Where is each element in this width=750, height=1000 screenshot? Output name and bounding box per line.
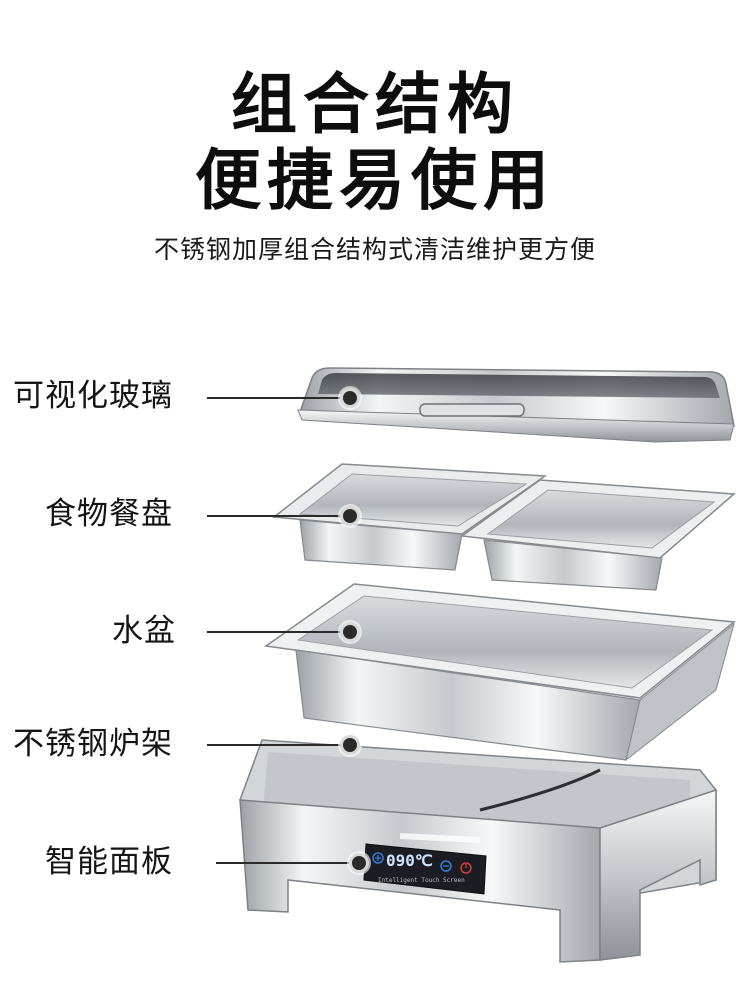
leader-line-water-pan (207, 631, 343, 633)
food-tray-right (459, 479, 736, 591)
callout-dot-food-tray (340, 506, 360, 526)
label-water-pan: 水盆 (112, 613, 176, 649)
headline-line-1: 组合结构 (231, 66, 519, 143)
minus-icon[interactable] (440, 860, 452, 872)
leader-line-food-tray (207, 515, 343, 517)
power-icon[interactable] (460, 862, 472, 874)
stainless-stand (239, 739, 717, 963)
callout-dot-water-pan (340, 622, 360, 642)
callout-dot-glass (340, 388, 360, 408)
label-stainless-stand: 不锈钢炉架 (13, 726, 173, 762)
control-panel: 090℃ Intelligent Touch Screen (363, 843, 487, 895)
water-pan (264, 583, 736, 762)
callout-dot-stand (340, 735, 360, 755)
plus-icon[interactable] (372, 852, 384, 864)
temperature-display: 090℃ (386, 851, 433, 870)
leader-line-stand (207, 744, 343, 746)
touch-screen-caption: Intelligent Touch Screen (378, 877, 465, 884)
label-food-tray: 食物餐盘 (45, 496, 173, 532)
glass-lid (297, 367, 735, 443)
callout-dot-panel (349, 853, 369, 873)
leader-line-glass (207, 397, 343, 399)
label-visible-glass: 可视化玻璃 (13, 378, 173, 414)
label-smart-panel: 智能面板 (45, 844, 173, 880)
headline-line-2: 便捷易使用 (195, 142, 555, 219)
subtitle: 不锈钢加厚组合结构式清洁维护更方便 (153, 235, 596, 264)
leader-line-panel (216, 862, 352, 864)
